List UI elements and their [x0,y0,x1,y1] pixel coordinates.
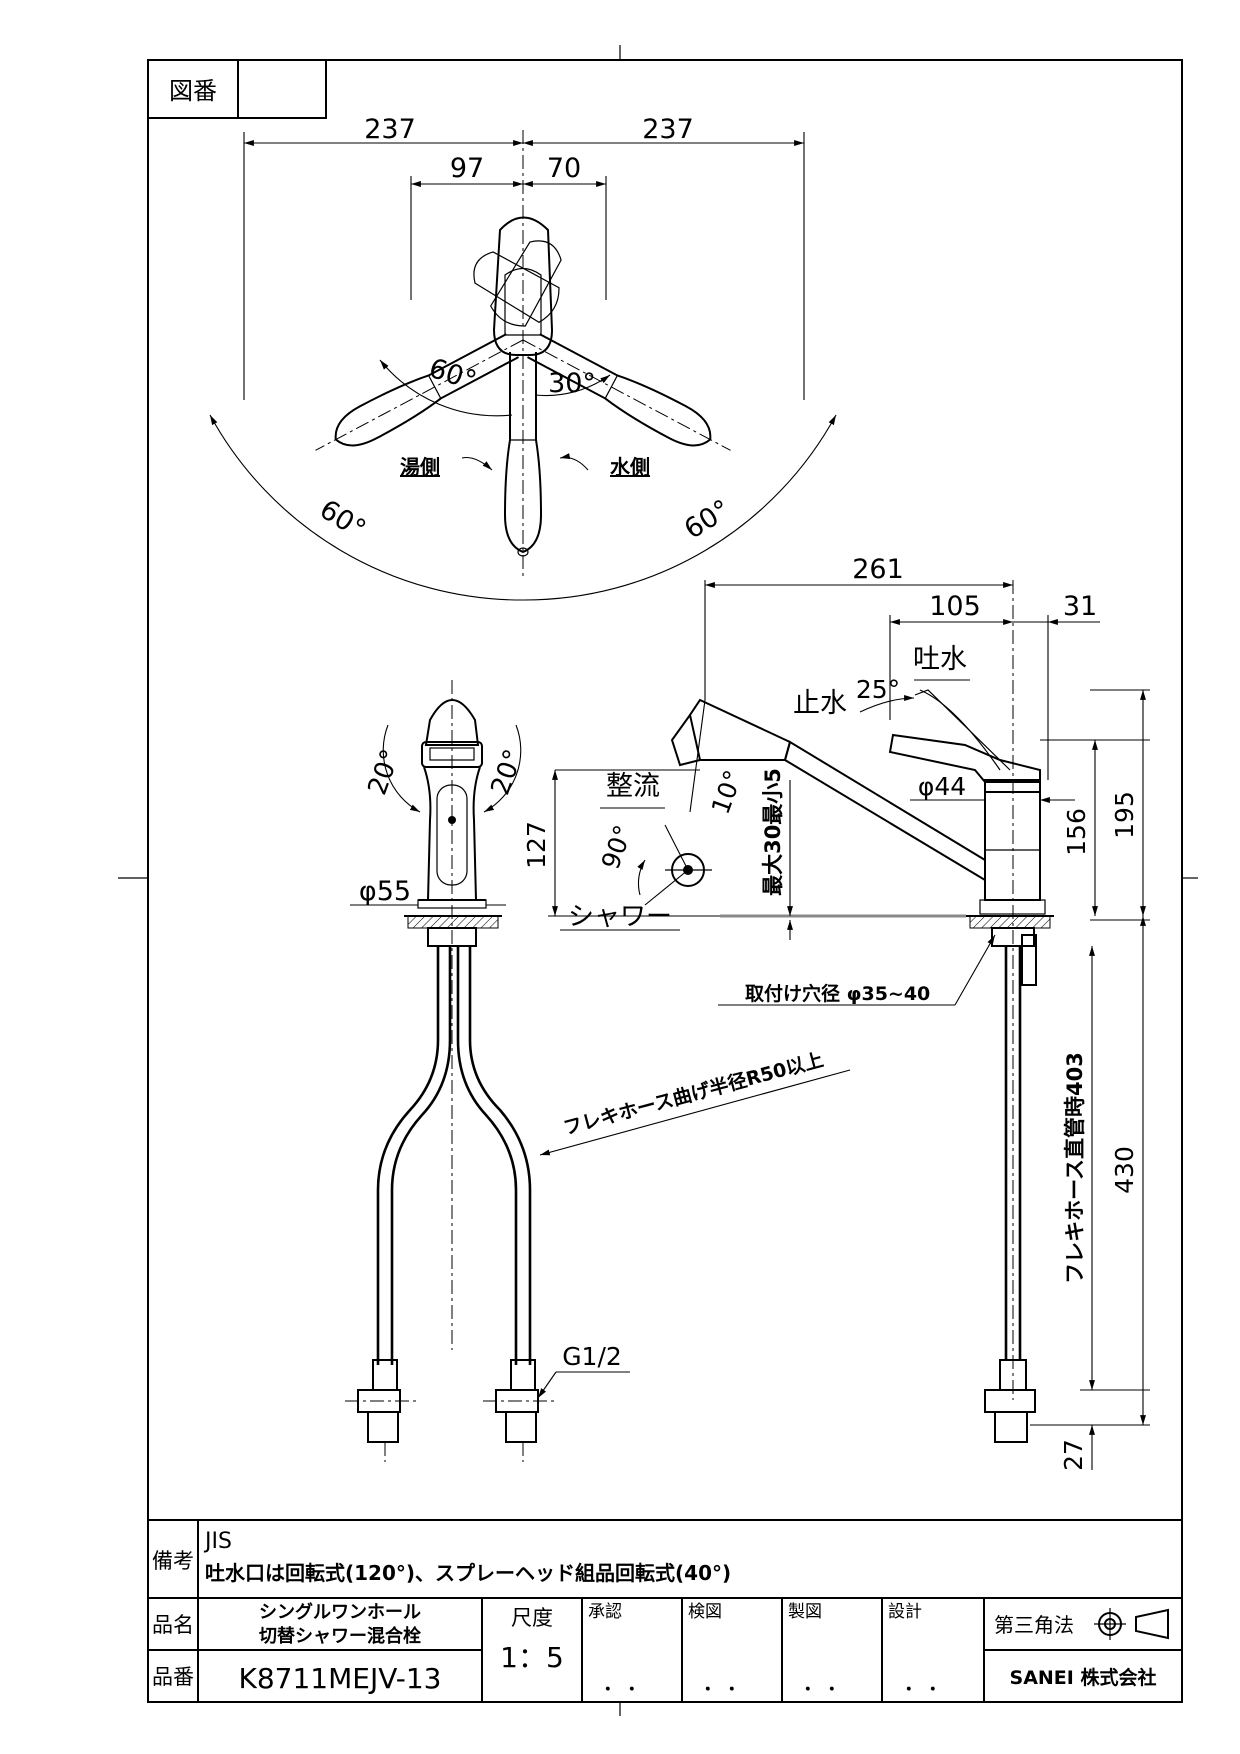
third-angle-projection-icon [1094,1608,1169,1640]
product-number: K8711MEJV-13 [239,1662,442,1695]
side-dim-127: 127 [522,821,551,869]
side-view: 261 105 31 吐水 止水 25° [522,554,1150,1471]
inspect-label: 検図 [688,1602,722,1622]
side-dim-430: 430 [1110,1146,1139,1194]
side-dim-27: 27 [1059,1439,1088,1471]
side-dim-156: 156 [1062,808,1091,856]
side-dim-31: 31 [1063,591,1097,622]
company-name: SANEI 株式会社 [1010,1666,1157,1689]
plan-angle-60-left: 60° [314,494,371,546]
hose-straight-length: フレキホース直管時403 [1063,1052,1087,1284]
design-date: ．． [904,1671,962,1695]
thread-label: G1/2 [562,1342,622,1371]
scale-value: 1：5 [500,1641,564,1674]
plan-dim-right: 237 [642,114,694,145]
front-angle-20-right: 20° [486,745,530,799]
plan-dim-97: 97 [450,153,484,184]
hose-bend-note: フレキホース曲げ半径R50以上 [561,1048,826,1140]
plan-dim-70: 70 [547,153,581,184]
plan-angle-60-right: 60° [679,494,736,546]
plan-angle-60-inner: 60° [425,353,480,397]
remarks-label: 備考 [152,1549,194,1573]
approval-label: 承認 [588,1602,622,1622]
cold-side-label: 水側 [610,455,650,479]
mount-hole-label: 取付け穴径 φ35~40 [745,982,930,1005]
approval-date: ．． [603,1671,661,1695]
remarks-line-2: 吐水口は回転式(120°)、スプレーヘッド組品回転式(40°) [205,1561,731,1585]
draw-label: 製図 [788,1602,822,1622]
hot-side-label: 湯側 [400,455,440,479]
remarks-line-1: JIS [203,1529,232,1554]
product-number-label: 品番 [152,1665,194,1689]
side-angle-10: 10° [706,766,748,818]
front-dia-55: φ55 [359,876,411,907]
drawing-number-label: 図番 [169,77,217,105]
seiryu-label: 整流 [606,771,660,802]
inspect-date: ．． [703,1671,761,1695]
product-name-label: 品名 [152,1613,194,1637]
drawing-number-box: 図番 [147,59,327,119]
draw-date: ．． [803,1671,861,1695]
scale-label: 尺度 [511,1606,553,1630]
title-block: 備考 JIS 吐水口は回転式(120°)、スプレーヘッド組品回転式(40°) 品… [148,1519,1182,1702]
side-dia-44: φ44 [918,772,966,801]
projection-label: 第三角法 [994,1613,1074,1637]
side-angle-25: 25° [856,675,900,704]
product-name-line-2: 切替シャワー混合栓 [259,1625,421,1647]
shisui-label: 止水 [793,688,847,719]
side-angle-90: 90° [596,821,638,873]
plan-angle-30: 30° [548,368,596,399]
tosui-label: 吐水 [913,644,967,675]
side-dim-105: 105 [929,591,981,622]
plan-dim-left: 237 [364,114,416,145]
shower-label: シャワー [568,902,672,932]
product-name-line-1: シングルワンホール [259,1601,421,1623]
side-dim-195: 195 [1110,791,1139,839]
drawing-frame [118,45,1198,1716]
side-dim-261: 261 [852,554,904,585]
front-angle-20-left: 20° [363,745,407,799]
shower-clearance: 最大30最小5 [761,768,785,896]
design-label: 設計 [888,1602,922,1622]
plan-view: 237 237 97 70 [209,114,837,601]
